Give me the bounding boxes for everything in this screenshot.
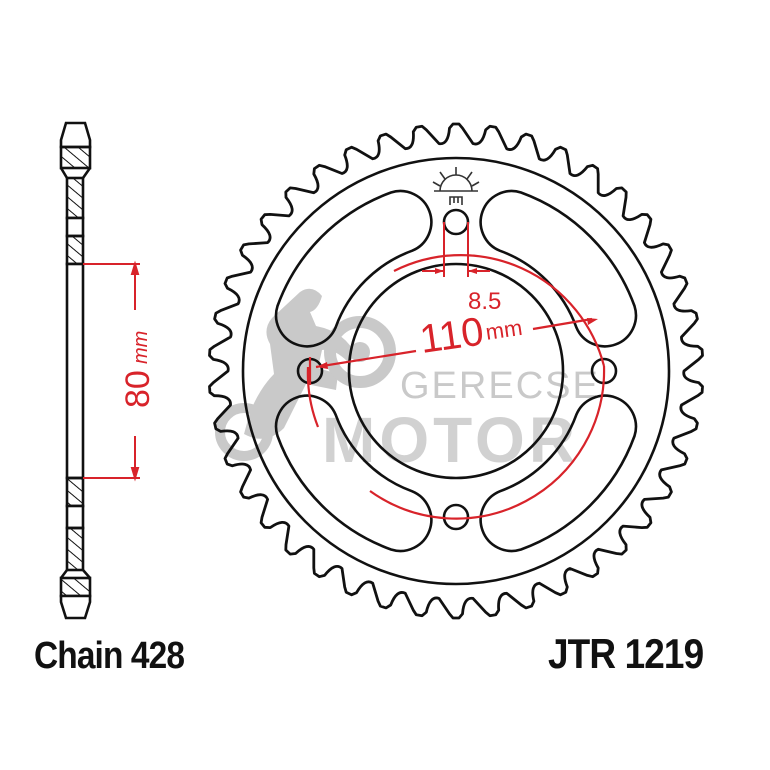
side-dimension-label: 80 mm [119, 331, 157, 408]
part-number-label: JTR 1219 [548, 630, 704, 677]
watermark: GERECSE MOTOR [215, 288, 600, 476]
side-dimension-value: 80 [119, 370, 157, 408]
lightening-slot [274, 189, 433, 348]
watermark-line1: GERECSE [400, 365, 600, 407]
bolt-diameter-value: 8.5 [468, 288, 501, 315]
sprocket-teeth-outline [208, 122, 704, 620]
sprocket-hub-circle [347, 262, 565, 480]
lightening-slot [479, 189, 638, 348]
lightening-slot [479, 394, 638, 553]
lightening-slot [274, 394, 433, 553]
chain-size-label: Chain 428 [34, 635, 185, 677]
sprocket-rim-circle [241, 156, 671, 586]
side-shaft-open [65, 262, 85, 480]
jt-logo-icon [432, 167, 480, 205]
side-shaft-bot-hatch [65, 476, 85, 508]
side-top-cap [59, 121, 92, 149]
side-shaft-top-hatch [65, 176, 85, 220]
watermark-line2: MOTOR [322, 404, 579, 476]
side-dimension-unit: mm [130, 331, 152, 364]
side-shaft-top-gap [65, 216, 85, 238]
lightening-slots [274, 189, 638, 553]
pcd-value: 110 [417, 309, 486, 361]
pcd-dimension-line [315, 317, 598, 369]
bolt-hole-bottom [442, 503, 470, 531]
bolt-diameter-dimension [422, 222, 490, 277]
side-shaft-bot-gap [65, 504, 85, 530]
pcd-circle [306, 254, 606, 520]
side-shaft-top-hatch2 [65, 234, 85, 266]
side-dimension-80mm [83, 260, 140, 482]
sprocket-front-view: 8.5 110 mm [208, 122, 704, 620]
side-bottom-hub [59, 576, 92, 598]
side-view-profile [59, 121, 92, 620]
bolt-hole-top [442, 208, 470, 236]
side-shaft-bot-hatch2 [65, 526, 85, 572]
pcd-unit: mm [484, 315, 524, 345]
side-top-hub [59, 145, 92, 170]
side-bottom-cap [59, 594, 92, 620]
